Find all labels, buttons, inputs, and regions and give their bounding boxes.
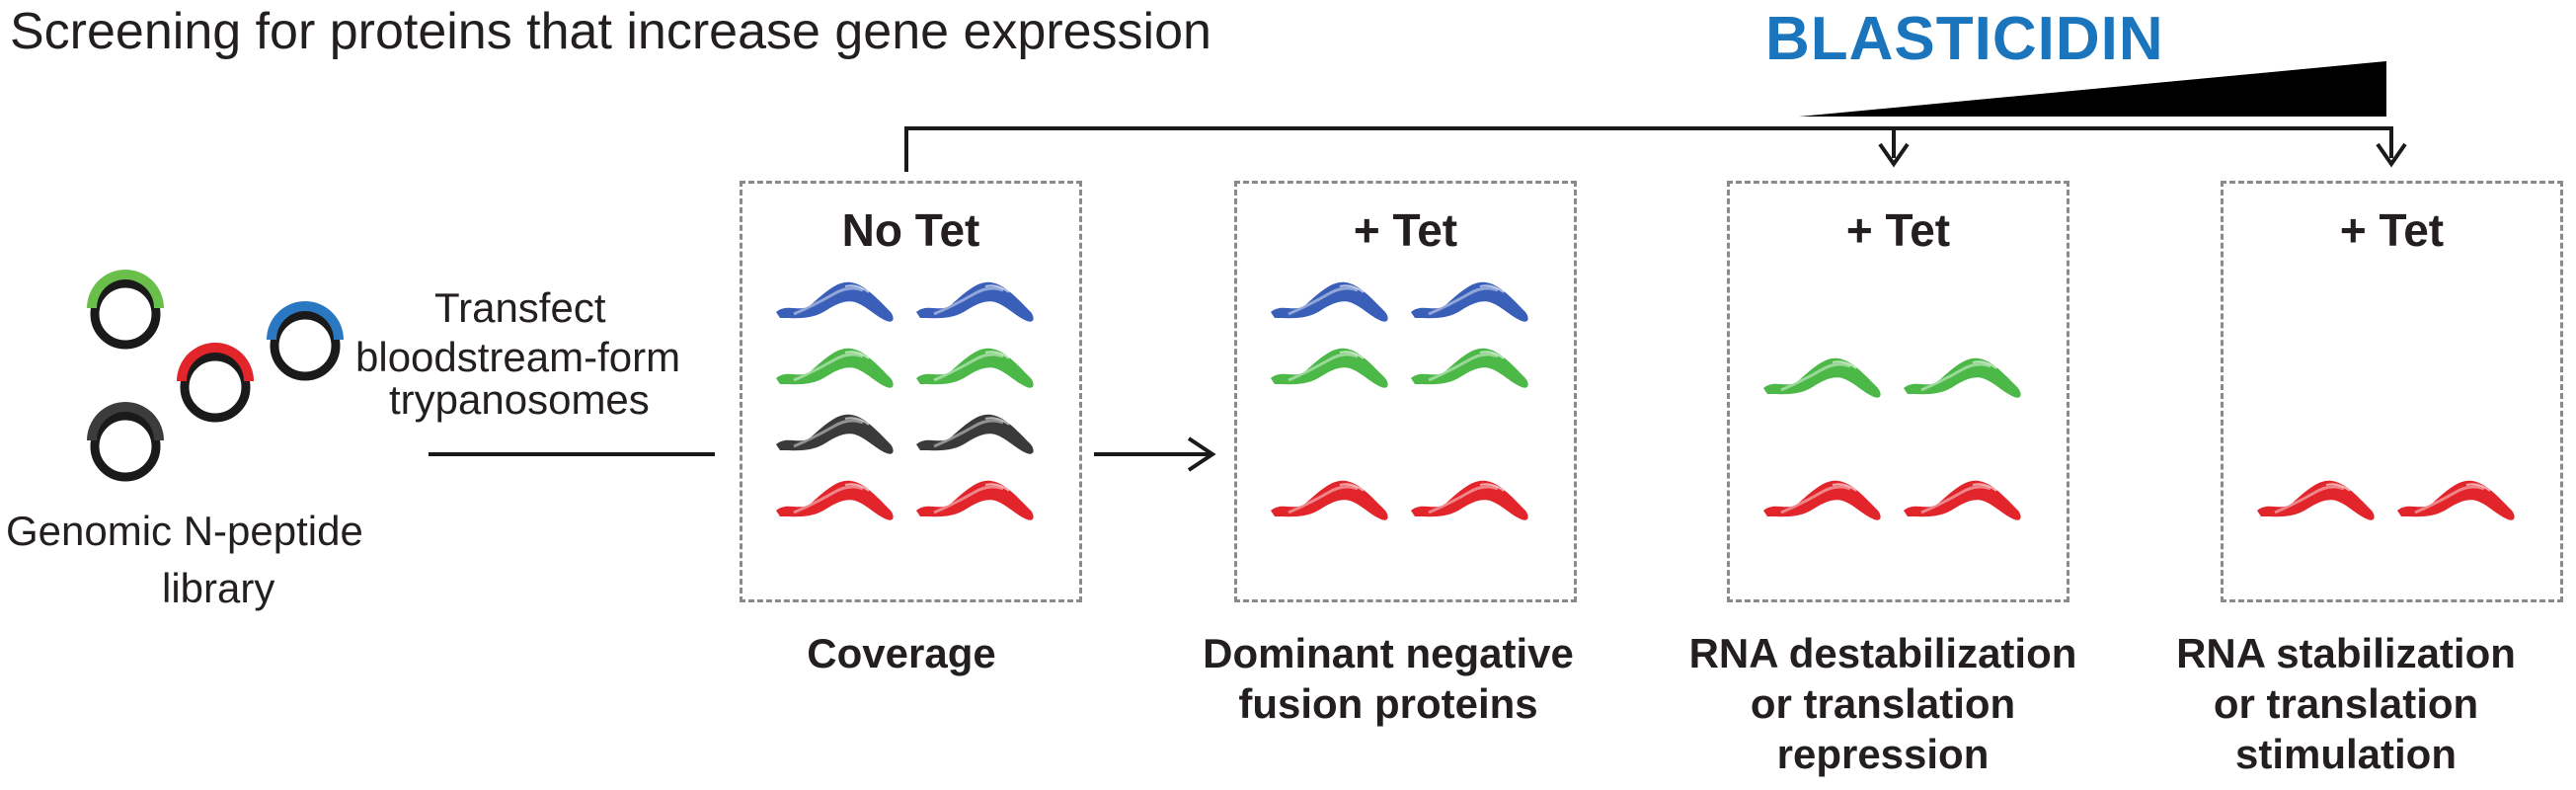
plasmid-insert [87,270,164,308]
panel-tet-3-caption: RNA stabilization or translation stimula… [2109,628,2576,779]
page-title: Screening for proteins that increase gen… [10,3,1211,60]
trypanosome-black-icon [774,413,896,456]
arrow-right-icon [1094,436,1216,472]
trypanosome-green-icon [1269,347,1390,390]
plasmid-insert [87,402,164,440]
panel-tet-1-heading: + Tet [1353,204,1458,256]
panel-tet-3-heading: + Tet [2339,204,2445,256]
trypanosome-red-icon [1761,479,1883,522]
blasticidin-label: BLASTICIDIN [1765,5,2164,73]
caption-line: RNA destabilization [1688,630,2077,676]
panel-tet-1-box [1234,181,1577,602]
trypanosome-red-icon [2395,479,2517,522]
plasmid-black-icon [87,402,164,482]
plasmid-blue-icon [267,301,344,381]
trypanosome-blue-icon [774,280,896,324]
caption-line: RNA stabilization [2176,630,2516,676]
panel-tet-2-heading: + Tet [1845,204,1951,256]
panel-tet-2-caption: RNA destabilization or translation repre… [1646,628,2120,779]
plasmid-insert [177,343,254,381]
library-label-line1: Genomic N-peptide [6,508,363,554]
panel-tet-3-box [2221,181,2563,602]
selection-bracket [904,126,2407,172]
trypanosome-green-icon [914,347,1036,390]
trypanosome-green-icon [1761,356,1883,400]
plasmid-green-icon [87,270,164,350]
caption-line: or translation [2213,680,2479,727]
panel-tet-1-caption: Dominant negative fusion proteins [1151,628,1625,729]
caption-line: stimulation [2234,731,2457,777]
trypanosome-blue-icon [914,280,1036,324]
caption-line: Dominant negative [1203,630,1574,676]
trypanosome-blue-icon [1409,280,1530,324]
panel-tet-2-box [1727,181,2069,602]
transfect-label-line3: trypanosomes [389,376,650,423]
trypanosome-green-icon [1902,356,2023,400]
panel-no-tet-box [740,181,1082,602]
arrow-down-icon [1878,142,1910,168]
plasmid-insert [267,301,344,340]
trypanosome-red-icon [2255,479,2377,522]
trypanosome-red-icon [1902,479,2023,522]
caption-line: Coverage [807,630,996,676]
trypanosome-red-icon [774,479,896,522]
trypanosome-cells [774,280,2517,522]
plasmid-red-icon [177,343,254,423]
caption-line: or translation [1750,680,2016,727]
caption-line: repression [1776,731,1990,777]
trypanosome-red-icon [1409,479,1530,522]
trypanosome-green-icon [774,347,896,390]
transfect-label-line1: Transfect [434,284,606,331]
arrow-down-icon [2376,142,2407,168]
panel-no-tet-caption: Coverage [664,628,1138,678]
trypanosome-black-icon [914,413,1036,456]
transfect-label-line2: bloodstream-form [355,334,681,380]
trypanosome-green-icon [1409,347,1530,390]
panel-no-tet-heading: No Tet [841,204,980,256]
library-label-line2: library [162,565,275,611]
caption-line: fusion proteins [1238,680,1538,727]
blasticidin-gradient-wedge [1799,61,2386,117]
trypanosome-red-icon [914,479,1036,522]
trypanosome-red-icon [1269,479,1390,522]
trypanosome-blue-icon [1269,280,1390,324]
